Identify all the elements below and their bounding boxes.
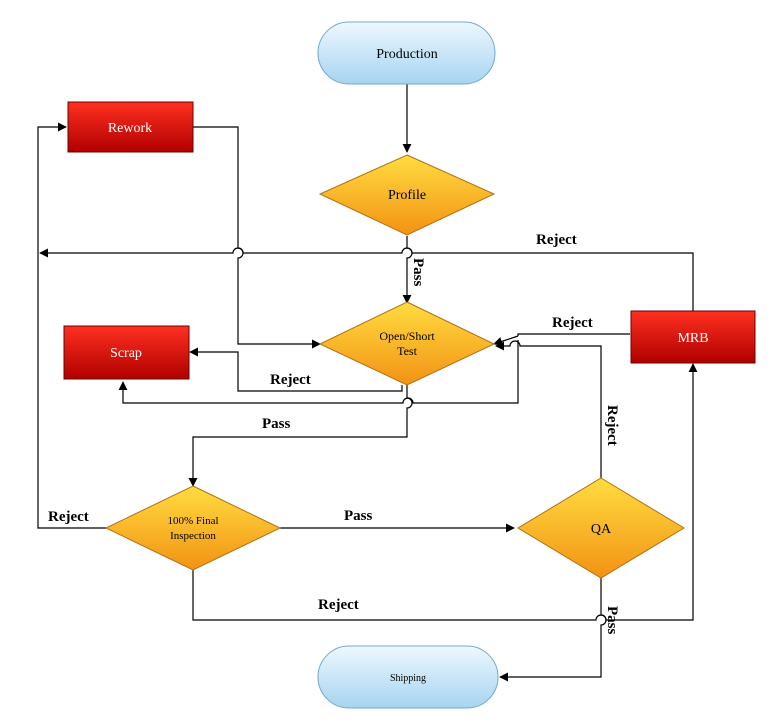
edge-test-reject-to-scrap bbox=[189, 347, 403, 392]
pass-label-qa: Pass bbox=[604, 606, 620, 635]
final-inspection-label-line2: Inspection bbox=[170, 530, 216, 542]
mrb-node: MRB bbox=[630, 310, 756, 364]
rework-node: Rework bbox=[67, 101, 194, 153]
pass-label-profile: Pass bbox=[410, 258, 426, 287]
final-inspection-label-line1: 100% Final bbox=[167, 515, 218, 527]
profile-label: Profile bbox=[388, 188, 426, 203]
reject-label-final-bottom: Reject bbox=[318, 597, 359, 613]
reject-label-mrb-to-test: Reject bbox=[552, 315, 593, 331]
scrap-label: Scrap bbox=[110, 346, 142, 361]
production-label: Production bbox=[376, 47, 437, 62]
reject-label-test-to-scrap: Reject bbox=[270, 372, 311, 388]
profile-node: Profile bbox=[318, 154, 496, 236]
reject-label-mrb-top: Reject bbox=[536, 232, 577, 248]
edge-mrb-reject-to-test-head bbox=[493, 335, 519, 346]
edge-final-reject-to-rework bbox=[37, 122, 107, 529]
qa-node: QA bbox=[517, 477, 685, 579]
scrap-node: Scrap bbox=[63, 325, 190, 380]
production-node: Production bbox=[317, 21, 496, 85]
reject-label-qa: Reject bbox=[604, 405, 620, 446]
open-short-test-label-line1: Open/Short bbox=[379, 329, 435, 343]
pass-label-test: Pass bbox=[262, 416, 291, 432]
rework-label: Rework bbox=[108, 121, 152, 136]
mrb-label: MRB bbox=[677, 331, 708, 346]
reject-label-final: Reject bbox=[48, 509, 89, 525]
edge-mrb-reject-to-test bbox=[517, 333, 630, 336]
shipping-label: Shipping bbox=[390, 673, 426, 684]
edge-qa-reject-to-test bbox=[495, 340, 602, 478]
shipping-node: Shipping bbox=[317, 645, 499, 709]
edge-mrb-reject-left bbox=[39, 247, 694, 311]
pass-label-final: Pass bbox=[344, 508, 373, 524]
final-inspection-node: 100% Final Inspection bbox=[104, 485, 282, 571]
edge-rework-to-test bbox=[193, 126, 321, 349]
open-short-test-node: Open/Short Test bbox=[318, 301, 496, 386]
edge-qa-pass-to-shipping bbox=[499, 578, 607, 682]
edges bbox=[37, 84, 698, 682]
edge-test-pass-to-final bbox=[188, 385, 413, 487]
open-short-test-label-line2: Test bbox=[397, 344, 417, 358]
qa-label: QA bbox=[591, 522, 612, 537]
